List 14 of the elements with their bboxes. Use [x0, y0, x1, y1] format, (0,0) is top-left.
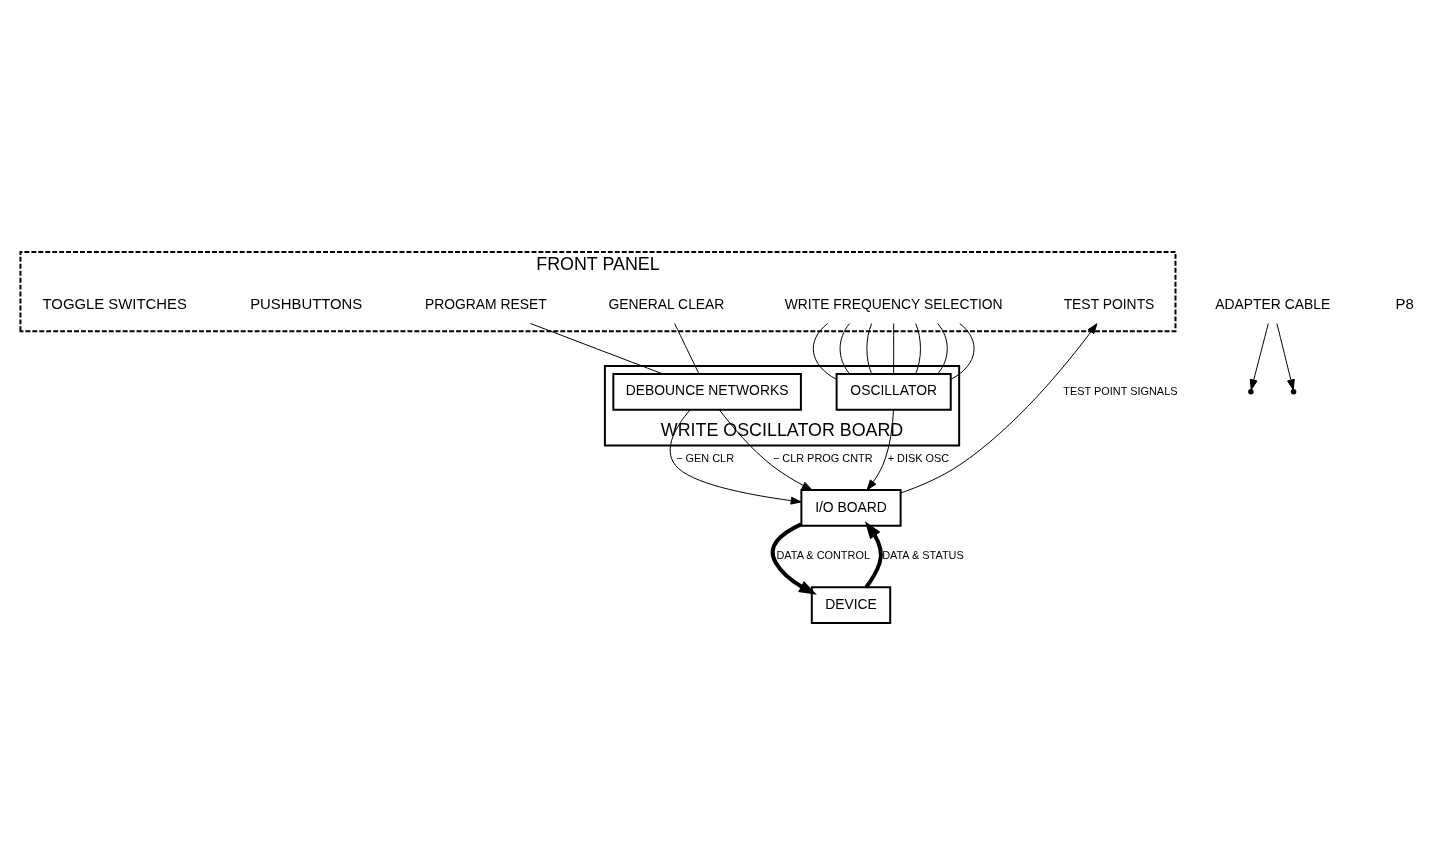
node-text: WRITE FREQUENCY SELECTION	[784, 296, 1003, 313]
edge-label: TEST POINT SIGNALS	[1063, 384, 1178, 397]
node-text: TEST POINTS	[1063, 296, 1155, 313]
label: TOGGLE SWITCHES	[42, 295, 187, 312]
node-text: ADAPTER CABLE	[1215, 296, 1331, 313]
node-text: GENERAL CLEAR	[608, 296, 725, 313]
edge-label: + DISK OSC	[887, 452, 950, 465]
edge-label: DATA & STATUS	[882, 549, 964, 562]
node-text: PROGRAM RESET	[424, 296, 547, 313]
edge-label: DATA & CONTROL	[776, 549, 870, 562]
label: PUSHBUTTONS	[250, 295, 363, 312]
edge-label: − CLR PROG CNTR	[772, 452, 873, 465]
edge-label: − GEN CLR	[676, 452, 735, 465]
label: P8	[1395, 295, 1414, 312]
